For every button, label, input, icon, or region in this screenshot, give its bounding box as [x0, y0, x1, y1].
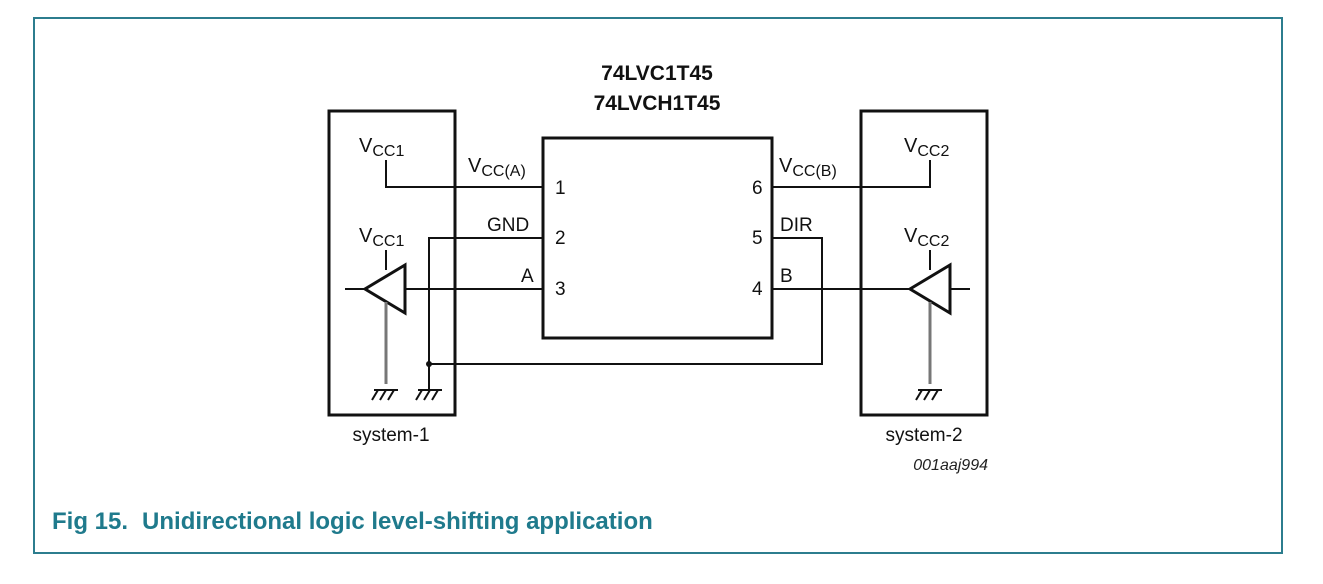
system1-vcc-label-top: VCC1	[359, 135, 404, 160]
wire-gnd	[428, 237, 543, 380]
pin-3-label: A	[521, 266, 534, 287]
chip-name-line2: 74LVCH1T45	[594, 92, 721, 115]
figure-caption: Fig 15. Unidirectional logic level-shifti…	[52, 508, 667, 536]
system1-box	[327, 109, 457, 417]
chip-name-line1: 74LVC1T45	[601, 62, 713, 85]
system1-vcc-label-buffer: VCC1	[359, 225, 404, 250]
system2-vcc-label-top: VCC2	[904, 135, 949, 160]
pin-1-label: VCC(A)	[468, 155, 526, 180]
pin-6-label: VCC(B)	[779, 155, 837, 180]
figure-frame	[33, 17, 1283, 554]
drawing-code: 001aaj994	[913, 457, 988, 474]
pin-5-label: DIR	[780, 215, 813, 236]
pin-2-number: 2	[555, 228, 566, 249]
pin-5-number: 5	[752, 228, 763, 249]
pin-4-label: B	[780, 266, 793, 287]
ground-icon-system2	[915, 389, 942, 401]
pin-3-number: 3	[555, 279, 566, 300]
system2-vcc-label-buffer: VCC2	[904, 225, 949, 250]
figure-number: Fig 15.	[52, 508, 129, 535]
ground-icon-system1	[371, 389, 398, 401]
ground-icon-gnd	[415, 380, 442, 401]
pin-1-number: 1	[555, 178, 566, 199]
system1-label: system-1	[352, 425, 429, 446]
system2-label: system-2	[885, 425, 962, 446]
pin-4-number: 4	[752, 279, 763, 300]
wire-vccb	[772, 160, 931, 188]
chip-body	[541, 136, 774, 340]
wire-vcca	[385, 160, 543, 188]
figure-title: Unidirectional logic level-shifting appl…	[142, 508, 653, 535]
wire-dir-to-gnd	[429, 237, 823, 365]
pin-6-number: 6	[752, 178, 763, 199]
system2-box	[859, 109, 989, 417]
pin-2-label: GND	[487, 215, 529, 236]
